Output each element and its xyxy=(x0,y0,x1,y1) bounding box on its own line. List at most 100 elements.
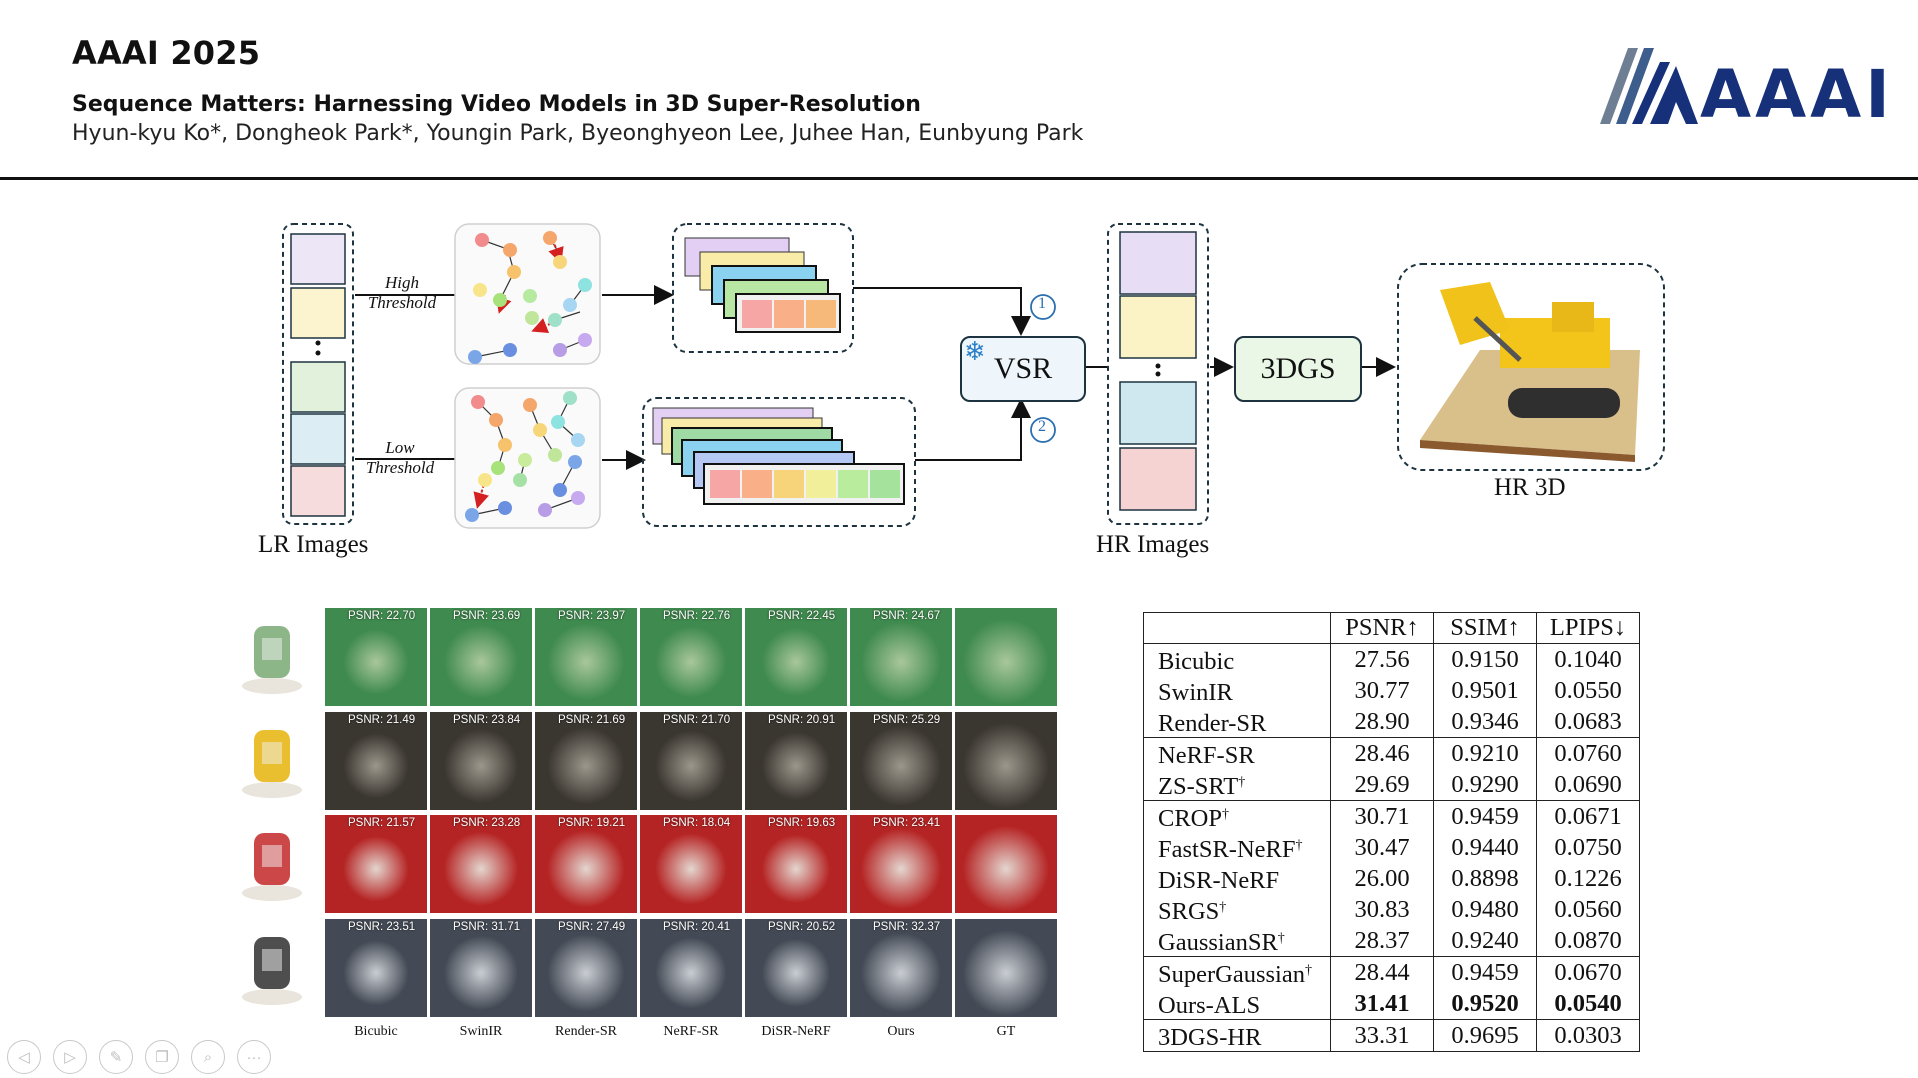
ssim-cell: 0.9240 xyxy=(1433,924,1537,956)
psnr-label: PSNR: 21.49 xyxy=(348,714,416,726)
crop-drums-swinir: PSNR: 23.28 xyxy=(430,815,532,913)
scene-thumbnail-mic xyxy=(232,923,312,1011)
lpips-cell: 0.0550 xyxy=(1536,674,1640,706)
crop-chair-gt xyxy=(955,608,1057,706)
method-cell: Bicubic xyxy=(1143,643,1331,675)
method-cell: SuperGaussian† xyxy=(1143,955,1331,988)
author-list: Hyun-kyu Ko*, Dongheok Park*, Youngin Pa… xyxy=(72,121,1084,146)
column-label-disr-nerf: DiSR-NeRF xyxy=(761,1024,831,1039)
psnr-cell: 28.44 xyxy=(1330,955,1434,988)
lpips-cell: 0.0671 xyxy=(1536,799,1640,832)
header-lpips: LPIPS↓ xyxy=(1536,612,1640,644)
crop-lego-gt xyxy=(955,712,1057,810)
psnr-cell: 28.37 xyxy=(1330,924,1434,956)
low-threshold-line1: Low xyxy=(385,438,415,457)
crop-chair-ours: PSNR: 24.67 xyxy=(850,608,952,706)
crop-mic-gt xyxy=(955,919,1057,1017)
method-name: CROP xyxy=(1158,804,1223,832)
method-cell: DiSR-NeRF xyxy=(1143,862,1331,894)
more-icon[interactable]: ··· xyxy=(237,1040,271,1074)
crop-mic-disr-nerf: PSNR: 20.52 xyxy=(745,919,847,1017)
lpips-cell: 0.0670 xyxy=(1536,955,1640,988)
psnr-cell: 31.41 xyxy=(1330,987,1434,1019)
method-cell: SRGS† xyxy=(1143,893,1331,925)
lpips-cell: 0.0750 xyxy=(1536,831,1640,863)
ssim-cell: 0.9520 xyxy=(1433,987,1537,1019)
slides-icon[interactable]: ❐ xyxy=(145,1040,179,1074)
ssim-cell: 0.9501 xyxy=(1433,674,1537,706)
crop-drums-render-sr: PSNR: 19.21 xyxy=(535,815,637,913)
ssim-cell: 0.9346 xyxy=(1433,705,1537,737)
header-method xyxy=(1143,612,1331,644)
column-label-render-sr: Render-SR xyxy=(555,1024,617,1039)
psnr-label: PSNR: 23.84 xyxy=(453,714,521,726)
psnr-label: PSNR: 23.69 xyxy=(453,610,521,622)
header-ssim: SSIM↑ xyxy=(1433,612,1537,644)
psnr-label: PSNR: 24.67 xyxy=(873,610,941,622)
psnr-label: PSNR: 27.49 xyxy=(558,921,626,933)
crop-chair-swinir: PSNR: 23.69 xyxy=(430,608,532,706)
dagger-mark: † xyxy=(1222,806,1230,822)
method-cell: NeRF-SR xyxy=(1143,736,1331,769)
psnr-label: PSNR: 23.51 xyxy=(348,921,416,933)
lpips-cell: 0.1226 xyxy=(1536,862,1640,894)
method-name: SuperGaussian xyxy=(1158,960,1305,988)
psnr-cell: 29.69 xyxy=(1330,768,1434,800)
column-label-nerf-sr: NeRF-SR xyxy=(663,1024,719,1039)
psnr-cell: 27.56 xyxy=(1330,643,1434,675)
previous-icon[interactable]: ◁ xyxy=(7,1040,41,1074)
zoom-icon[interactable]: ⌕ xyxy=(191,1040,225,1074)
lpips-cell: 0.0540 xyxy=(1536,987,1640,1019)
psnr-label: PSNR: 18.04 xyxy=(663,817,731,829)
method-cell: ZS-SRT† xyxy=(1143,768,1331,800)
psnr-label: PSNR: 23.97 xyxy=(558,610,626,622)
aaai-logo-text: AAAI xyxy=(1700,56,1894,133)
crop-chair-bicubic: PSNR: 22.70 xyxy=(325,608,427,706)
method-name: ZS-SRT xyxy=(1158,772,1239,800)
crop-lego-render-sr: PSNR: 21.69 xyxy=(535,712,637,810)
3dgs-node: 3DGS xyxy=(1234,336,1362,402)
high-threshold-line2: Threshold xyxy=(367,293,437,312)
dagger-mark: † xyxy=(1277,930,1285,946)
dagger-mark: † xyxy=(1304,962,1312,978)
method-name: NeRF-SR xyxy=(1158,741,1255,769)
psnr-label: PSNR: 31.71 xyxy=(453,921,521,933)
psnr-cell: 28.90 xyxy=(1330,705,1434,737)
lpips-cell: 0.0870 xyxy=(1536,924,1640,956)
lpips-cell: 0.0760 xyxy=(1536,736,1640,769)
psnr-label: PSNR: 21.70 xyxy=(663,714,731,726)
dagger-mark: † xyxy=(1238,774,1246,790)
pen-icon[interactable]: ✎ xyxy=(99,1040,133,1074)
psnr-label: PSNR: 21.57 xyxy=(348,817,416,829)
vsr-node: VSR xyxy=(960,336,1086,402)
method-name: GaussianSR xyxy=(1158,928,1278,956)
crop-drums-ours: PSNR: 23.41 xyxy=(850,815,952,913)
low-threshold-line2: Threshold xyxy=(365,458,435,477)
crop-chair-nerf-sr: PSNR: 22.76 xyxy=(640,608,742,706)
psnr-label: PSNR: 20.41 xyxy=(663,921,731,933)
psnr-label: PSNR: 23.41 xyxy=(873,817,941,829)
crop-mic-nerf-sr: PSNR: 20.41 xyxy=(640,919,742,1017)
psnr-label: PSNR: 25.29 xyxy=(873,714,941,726)
method-name: FastSR-NeRF xyxy=(1158,835,1296,863)
column-label-gt: GT xyxy=(996,1024,1016,1039)
hr-3d-label: HR 3D xyxy=(1494,474,1566,501)
scene-thumbnail-drums xyxy=(232,819,312,907)
psnr-cell: 30.47 xyxy=(1330,831,1434,863)
psnr-cell: 26.00 xyxy=(1330,862,1434,894)
lr-images-label: LR Images xyxy=(258,531,369,558)
ssim-cell: 0.9440 xyxy=(1433,831,1537,863)
ssim-cell: 0.9150 xyxy=(1433,643,1537,675)
psnr-cell: 28.46 xyxy=(1330,736,1434,769)
next-icon[interactable]: ▷ xyxy=(53,1040,87,1074)
ssim-cell: 0.9290 xyxy=(1433,768,1537,800)
psnr-cell: 30.71 xyxy=(1330,799,1434,832)
